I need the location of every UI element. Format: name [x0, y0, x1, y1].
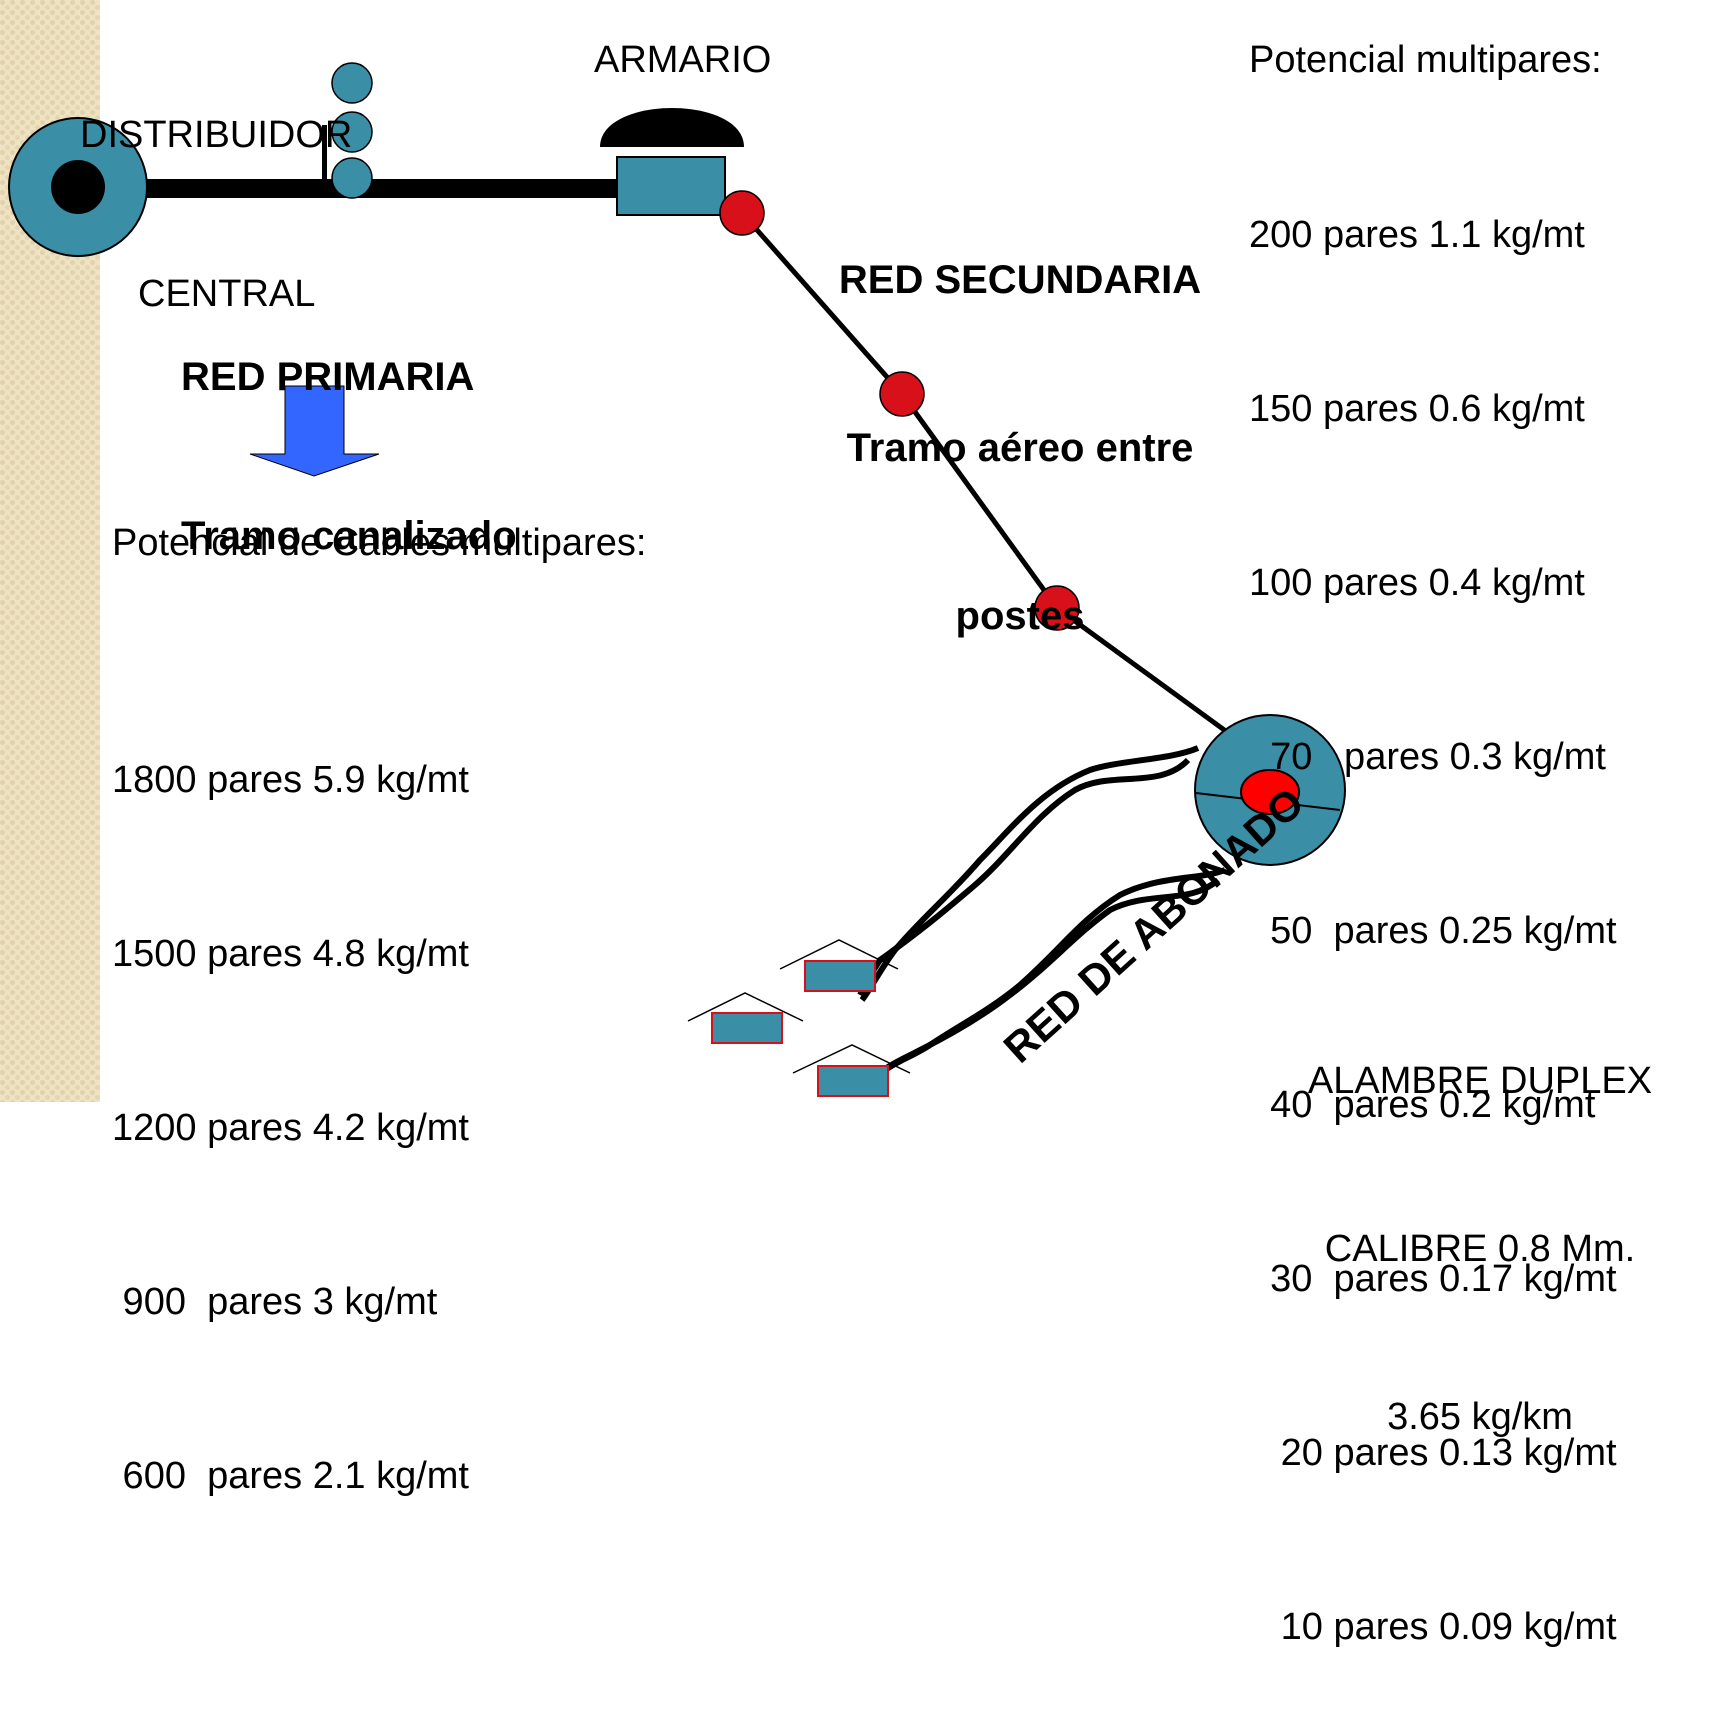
twisted-pair-wire	[878, 867, 1227, 1075]
down-arrow-icon	[249, 385, 380, 477]
secondary-cable-item: 50 pares 0.25 kg/mt	[1249, 910, 1617, 952]
pole-icon	[879, 371, 925, 417]
house-icon	[792, 1044, 911, 1097]
manhole-stack-icon	[322, 62, 373, 199]
cabinet-icon	[600, 108, 744, 216]
primary-cable-item: 1200 pares 4.2 kg/mt	[112, 1107, 469, 1149]
secondary-cable-item: 150 pares 0.6 kg/mt	[1249, 388, 1585, 430]
primary-cables-heading: Potencial de Cables multipares:	[112, 522, 647, 564]
house-icon	[687, 992, 804, 1044]
alambre-label: ALAMBRE DUPLEX CALIBRE 0.8 Mm. 3.65 kg/k…	[1260, 941, 1700, 1501]
primary-cables-list: 1800 pares 5.9 kg/mt 1500 pares 4.8 kg/m…	[112, 635, 469, 1563]
distribuidor-line-1: DISTRIBUIDOR	[80, 114, 353, 156]
primary-cable-item: 600 pares 2.1 kg/mt	[112, 1455, 469, 1497]
central-distributor-icon	[8, 117, 148, 257]
red-secundaria-line-1: RED SECUNDARIA	[838, 258, 1202, 302]
pole-icon	[719, 190, 765, 236]
alambre-line-2: CALIBRE 0.8 Mm.	[1324, 1228, 1636, 1270]
red-secundaria-line-2: Tramo aéreo entre	[846, 426, 1194, 470]
primary-cable-item: 1500 pares 4.8 kg/mt	[112, 933, 469, 975]
alambre-line-1: ALAMBRE DUPLEX	[1307, 1060, 1653, 1102]
red-secundaria-line-3: postes	[955, 594, 1085, 638]
twisted-pair-wire	[857, 745, 1200, 1002]
armario-label: ARMARIO	[594, 39, 772, 81]
secondary-cables-heading: Potencial multipares:	[1249, 39, 1602, 81]
secondary-cable-item: 70 pares 0.3 kg/mt	[1249, 736, 1606, 778]
distribuidor-label: DISTRIBUIDOR CENTRAL	[80, 3, 352, 374]
pole-icon	[1034, 585, 1080, 631]
red-primaria-line-1: RED PRIMARIA	[181, 355, 475, 399]
secondary-cable-item: 10 pares 0.09 kg/mt	[1249, 1606, 1617, 1648]
alambre-line-3: 3.65 kg/km	[1387, 1396, 1573, 1438]
network-diagram: RED DE ABONADO	[8, 62, 1346, 1097]
secondary-cable-item: 200 pares 1.1 kg/mt	[1249, 214, 1585, 256]
primary-cable-line	[146, 179, 616, 198]
primary-cable-item: 900 pares 3 kg/mt	[112, 1281, 438, 1323]
primary-cable-item: 1800 pares 5.9 kg/mt	[112, 759, 469, 801]
secondary-cable-item: 100 pares 0.4 kg/mt	[1249, 562, 1585, 604]
secondary-aerial-line	[740, 211, 1240, 743]
distribution-box-icon	[1194, 714, 1346, 866]
distribuidor-line-2: CENTRAL	[138, 273, 316, 315]
red-secundaria-label: RED SECUNDARIA Tramo aéreo entre postes	[800, 140, 1240, 700]
red-primaria-line-2: Tramo canalizado	[181, 514, 517, 558]
red-primaria-label: RED PRIMARIA Tramo canalizado	[181, 245, 517, 616]
house-icon	[779, 939, 899, 992]
